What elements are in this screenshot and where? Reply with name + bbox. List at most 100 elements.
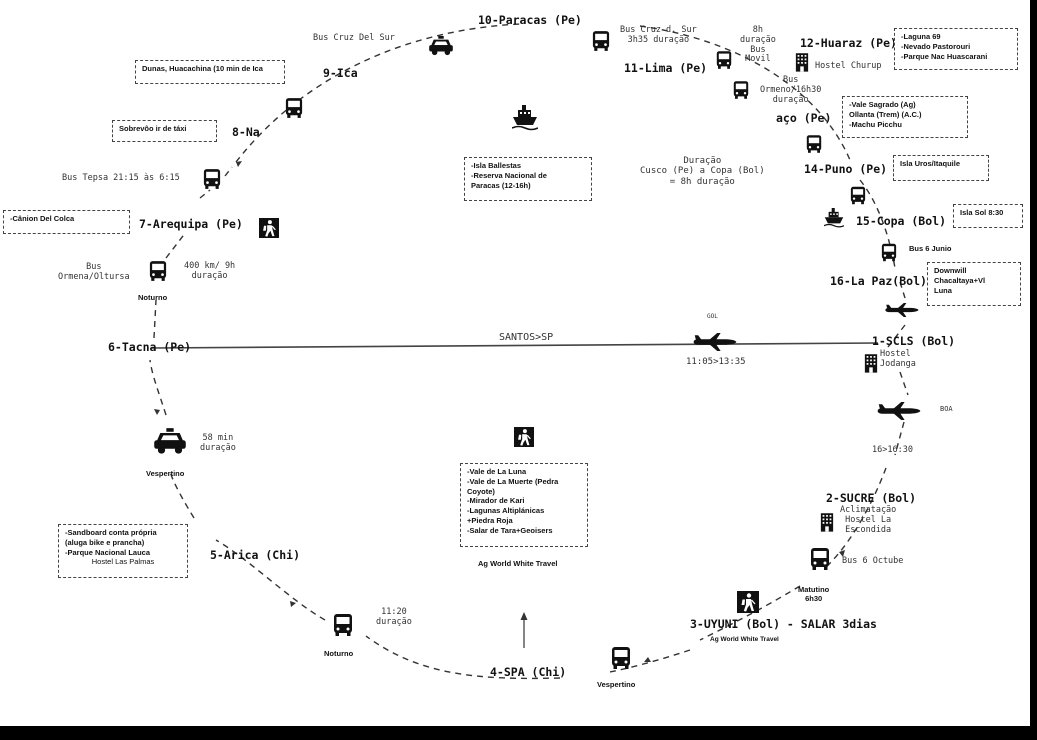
stop-scls: 1-SCLS (Bol) [872,334,956,348]
stop-ica: 9-Ica [323,66,358,80]
note-aclimatacao-1: Aclimatação [840,505,897,515]
note-bus-ormena-1: Bus [86,262,102,272]
bus-icon [203,169,221,189]
box-ballestas: -Isla Ballestas -Reserva Nacional de Par… [464,157,592,201]
note-matutino-1: Matutino [798,585,830,594]
stop-paracas: 10-Paracas (Pe) [478,13,582,27]
stop-uyuni: 3-UYUNI (Bol) - SALAR 3dias [690,617,877,631]
bus-icon [334,614,352,636]
travel-route-diagram: 10-Paracas (Pe) 9-Ica 8-Na 7-Arequipa (P… [0,0,1030,726]
box-ballestas-line-1: -Isla Ballestas [471,161,522,170]
note-boa: BOA [940,405,953,413]
note-vespertino-2: Vespertino [597,680,636,689]
box-downwill-line-1: Downwill [934,266,967,275]
note-1120-2: duração [376,616,412,627]
box-isla-sol-line: Isla Sol 8:30 [960,208,1004,217]
box-atacama-line-7: -Salar de Tara+Geoisers [467,525,553,535]
note-bus-ormena-2: Ormena/Oltursa [58,271,130,282]
note-bus-ormeno-2: Ormeno/16h30 [760,84,822,95]
box-huaraz-line-1: -Laguna 69 [901,32,941,41]
box-downwill-line-2: Chacaltaya+Vl [934,275,986,285]
bus-icon [612,647,630,669]
box-atacama-line-6: +Piedra Roja [467,515,513,525]
box-uros-line: Isla Uros/Itaquile [900,159,961,168]
note-bus-cruz-d-sur-2: 3h35 duração [627,34,690,45]
hiker-icon [514,427,534,447]
box-dunas: Dunas, Huacachina (10 min de Ica [135,60,285,84]
box-canion-line: -Cânion Del Colca [10,214,75,223]
stop-sucre: 2-SUCRE (Bol) [826,491,917,505]
stop-huaraz: 12-Huaraz (Pe) [800,36,897,50]
box-sandboard: -Sandboard conta própria (aluga bike e p… [58,524,188,578]
ship-icon [512,105,538,131]
note-lima-huaraz-2: duração [740,34,776,45]
note-lima-huaraz-3: Bus [750,44,766,55]
box-vale-line-2: Ollanta (Trem) (A.C.) [849,109,922,119]
note-400km-1: 400 km/ 9h [184,261,236,271]
note-vespertino-1: Vespertino [146,469,185,478]
note-58min-2: duração [200,442,236,453]
bus-icon [733,81,749,99]
box-vale-sagrado: -Vale Sagrado (Ag) Ollanta (Trem) (A.C.)… [842,96,968,138]
airplane-icon [885,303,919,317]
center-line-airline: GOL [707,313,718,320]
bus-icon [285,98,303,118]
box-canion: -Cânion Del Colca [3,210,130,234]
note-duracao-1: Duração [683,156,722,166]
box-downwill: Downwill Chacaltaya+Vl Luna [927,262,1021,306]
note-lima-huaraz-1: 8h [752,25,764,35]
hotel-building-icon [864,354,878,373]
note-hostel-churup: Hostel Churup [815,61,882,71]
box-ballestas-line-3: Paracas (12-16h) [471,180,531,190]
note-bus-cruz-del-sur: Bus Cruz Del Sur [313,33,395,43]
note-hostel-jodanga-1: Hostel [880,349,911,359]
box-uros: Isla Uros/Itaquile [893,155,989,181]
note-bus-6-octube: Bus 6 Octube [842,556,904,566]
note-duracao-2: Cusco (Pe) a Copa (Bol) [640,166,765,177]
box-ballestas-line-2: -Reserva Nacional de [471,170,547,180]
box-vale-line-1: -Vale Sagrado (Ag) [849,100,916,109]
note-ag-world-1: Ag World White Travel [478,559,558,568]
hiker-icon [259,218,279,238]
bus-icon [806,135,822,153]
bus-icon [149,261,167,281]
box-atacama-line-4: -Mirador de Kari [467,496,525,506]
box-atacama-line-3: Coyote) [467,486,495,496]
center-line-label: SANTOS>SP [499,332,554,343]
note-noturno-2: Noturno [324,649,354,658]
stop-cusco: aço (Pe) [776,111,832,125]
hotel-building-icon [820,513,834,532]
taxi-icon [429,36,453,56]
stop-spa: 4-SPA (Chi) [490,665,567,679]
box-sandboard-line-3: -Parque Nacional Lauca [65,547,151,557]
bus-icon [881,243,897,262]
box-huaraz: -Laguna 69 -Nevado Pastorouri -Parque Na… [894,28,1018,70]
bus-icon [850,186,866,205]
stop-lima: 11-Lima (Pe) [624,61,708,75]
note-duracao-3: = 8h duração [669,176,735,187]
note-matutino-2: 6h30 [805,593,823,603]
note-noturno-1: Noturno [138,293,168,302]
note-bus-ormeno-1: Bus [783,75,799,85]
box-sobrevoo-line: Sobrevôo ir de táxi [119,124,187,133]
airplane-icon [693,333,737,351]
bus-icon [716,51,732,69]
box-atacama-line-2: -Vale de La Muerte (Pedra [467,476,559,486]
route-lines [149,23,921,680]
box-vale-line-3: -Machu Picchu [849,119,902,129]
box-isla-sol: Isla Sol 8:30 [953,204,1023,228]
stop-nazca: 8-Na [232,125,260,139]
airplane-icon [877,402,921,420]
center-line-times: 11:05>13:35 [686,357,746,367]
box-sandboard-line-1: -Sandboard conta própria [65,528,157,537]
box-atacama-line-1: -Vale de La Luna [467,467,527,476]
stop-arica: 5-Arica (Chi) [210,548,301,562]
bus-icon [592,31,610,51]
box-atacama: -Vale de La Luna -Vale de La Muerte (Ped… [460,463,588,547]
note-hostel-jodanga-2: Jodanga [880,358,916,369]
note-58min-1: 58 min [202,433,234,443]
note-lima-huaraz-4: Movil [745,54,771,65]
stop-tacna: 6-Tacna (Pe) [108,340,192,354]
box-huaraz-line-2: -Nevado Pastorouri [901,41,971,51]
